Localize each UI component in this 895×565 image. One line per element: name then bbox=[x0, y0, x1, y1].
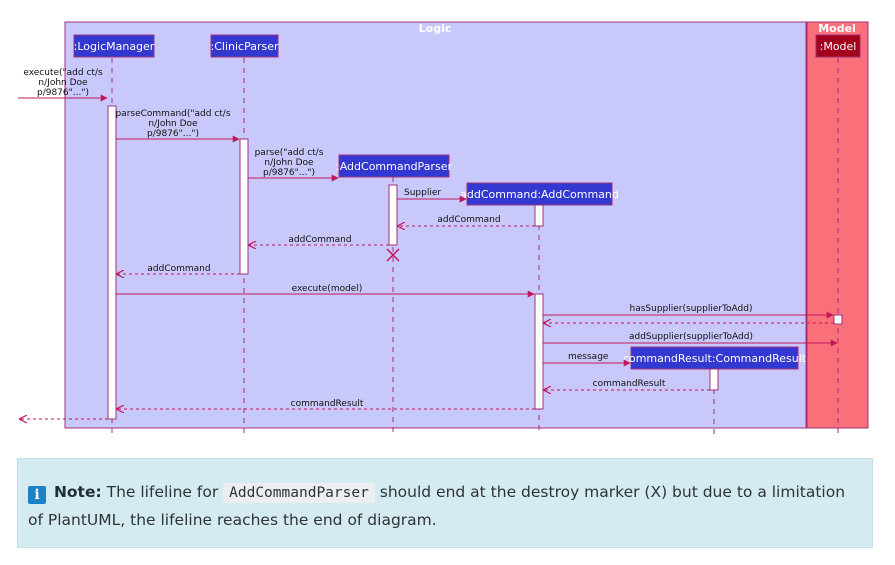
participant-command-result: commandResult:CommandResult bbox=[623, 352, 807, 365]
activation-logic-manager bbox=[107, 105, 117, 420]
participant-add-command: addCommand:AddCommand bbox=[460, 188, 619, 201]
participant-add-command-parser: :AddCommandParser bbox=[336, 160, 452, 173]
label-execute-in-line-1: execute("add ct/s bbox=[23, 68, 103, 78]
info-icon: i bbox=[28, 486, 46, 504]
destroy-marker-icon bbox=[386, 248, 400, 262]
participant-model-box bbox=[815, 34, 861, 58]
label-add-command-return-1: addCommand bbox=[437, 215, 500, 225]
label-parse-line-2: n/John Doe bbox=[264, 158, 314, 168]
label-message: message bbox=[568, 352, 609, 362]
label-add-command-return-2: addCommand bbox=[288, 235, 351, 245]
label-parse-line-3: p/9876"...") bbox=[263, 168, 315, 178]
label-add-command-return-3: addCommand bbox=[147, 264, 210, 274]
participant-add-command-box bbox=[466, 182, 613, 206]
participant-clinic-parser: :ClinicParser bbox=[211, 40, 279, 53]
note-code: AddCommandParser bbox=[223, 483, 375, 503]
activation-add-command-2 bbox=[534, 293, 544, 410]
note-text-after: should end at the destroy marker (X) but… bbox=[28, 483, 846, 529]
activation-command-result bbox=[709, 368, 719, 391]
label-command-result-return-1: commandResult bbox=[593, 379, 666, 389]
label-parse-command-line-2: n/John Doe bbox=[148, 119, 198, 129]
label-command-result-return-2: commandResult bbox=[291, 399, 364, 409]
label-supplier: Supplier bbox=[404, 188, 441, 198]
note-label: Note: bbox=[53, 483, 102, 501]
activation-add-command-1 bbox=[534, 204, 544, 227]
label-has-supplier: hasSupplier(supplierToAdd) bbox=[630, 304, 753, 314]
note-text: i Note: The lifeline for AddCommandParse… bbox=[28, 479, 858, 534]
label-parse-command-line-3: p/9876"...") bbox=[147, 129, 199, 139]
label-execute-in-line-3: p/9876"...") bbox=[37, 88, 89, 98]
label-add-supplier: addSupplier(supplierToAdd) bbox=[629, 332, 753, 342]
model-boundary-title: Model bbox=[818, 22, 856, 35]
label-parse-command-line-1: parseCommand("add ct/s bbox=[115, 109, 230, 119]
activation-model bbox=[833, 314, 843, 325]
label-parse-line-1: parse("add ct/s bbox=[255, 148, 324, 158]
participant-command-result-box bbox=[630, 346, 799, 370]
logic-boundary-title: Logic bbox=[419, 22, 452, 35]
participant-add-command-parser-box bbox=[338, 154, 450, 178]
note-callout bbox=[17, 458, 873, 548]
participant-model: :Model bbox=[820, 40, 857, 53]
label-execute-in-line-2: n/John Doe bbox=[38, 78, 88, 88]
participant-clinic-parser-box bbox=[210, 34, 279, 58]
sequence-diagram: Logic Model :LogicManager :ClinicParser … bbox=[18, 21, 869, 434]
participant-logic-manager-box bbox=[73, 34, 155, 58]
activation-clinic-parser bbox=[239, 138, 249, 275]
participant-logic-manager: :LogicManager bbox=[74, 40, 155, 53]
label-execute-model: execute(model) bbox=[292, 284, 363, 294]
note-text-before: The lifeline for bbox=[106, 483, 219, 501]
activation-add-command-parser bbox=[388, 184, 398, 246]
